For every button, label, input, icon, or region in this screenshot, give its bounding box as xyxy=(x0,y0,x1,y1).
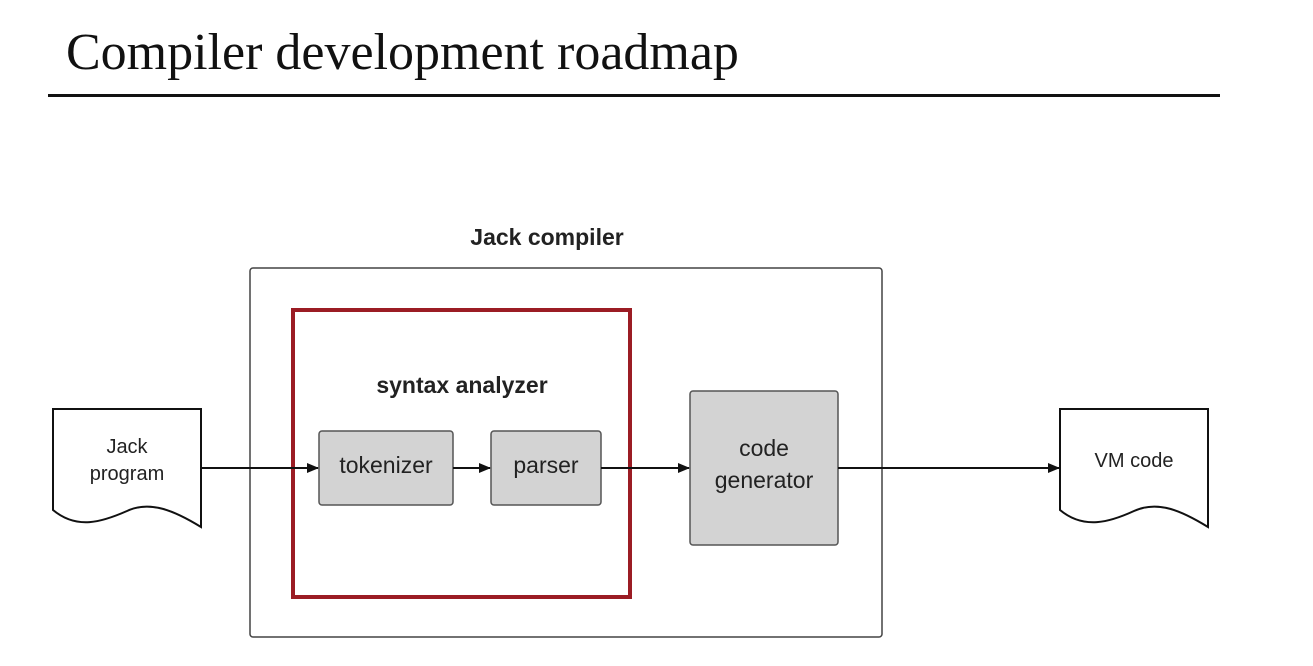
jack-compiler-label: Jack compiler xyxy=(470,224,623,250)
jack-program-label-line1: Jack xyxy=(106,436,148,458)
parser-label: parser xyxy=(513,452,579,478)
syntax-analyzer-label: syntax analyzer xyxy=(376,372,547,398)
syntax-analyzer-box xyxy=(291,308,632,599)
tokenizer-label: tokenizer xyxy=(339,452,433,478)
jack-program-document xyxy=(52,408,202,529)
code-generator-label-line2: generator xyxy=(715,467,814,493)
code-generator-label-line1: code xyxy=(739,435,789,461)
vm-code-label: VM code xyxy=(1095,450,1174,472)
jack-program-label-line2: program xyxy=(90,463,164,485)
slide-title: Compiler development roadmap xyxy=(66,24,739,81)
vm-code-document xyxy=(1059,408,1209,529)
title-underline xyxy=(48,94,1220,97)
